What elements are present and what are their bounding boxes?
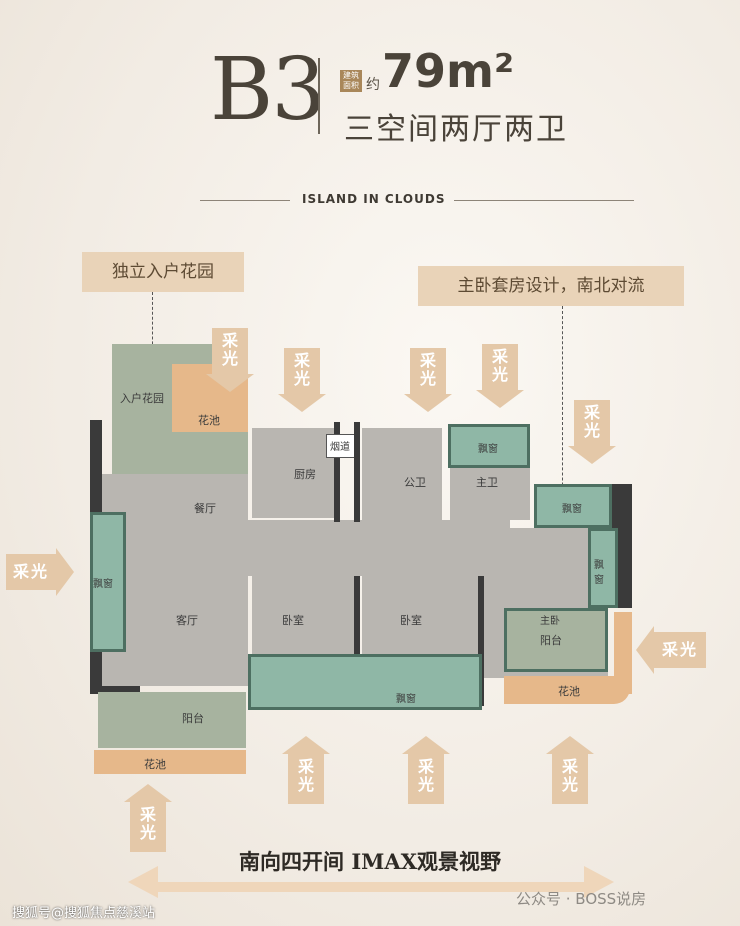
light-char: 采 xyxy=(297,757,314,776)
room-label: 厨房 xyxy=(294,468,316,481)
watermark-right: 公众号 · BOSS说房 xyxy=(516,890,647,908)
room-label: 飘窗 xyxy=(594,560,604,586)
wall xyxy=(478,576,484,706)
footer-arrow-right xyxy=(584,866,614,898)
light-char: 光 xyxy=(297,775,314,794)
light-arrow-down: 采光 xyxy=(568,400,616,464)
light-label: 采光 xyxy=(6,554,56,590)
room-label: 阳台 xyxy=(540,634,562,647)
light-arrow-down: 采光 xyxy=(404,348,452,412)
area-tag: 建筑面积 xyxy=(340,70,362,92)
area-value: 79m² xyxy=(382,44,515,98)
master-bath xyxy=(450,466,530,520)
room-label: 花池 xyxy=(198,414,220,427)
light-char: 采 xyxy=(583,403,600,422)
light-char: 采 xyxy=(561,757,578,776)
bay-window-left xyxy=(90,512,126,652)
light-char: 光 xyxy=(583,421,600,440)
light-char: 采 xyxy=(221,331,238,350)
room-label: 主卫 xyxy=(476,476,498,489)
light-char: 光 xyxy=(417,775,434,794)
chimney xyxy=(326,434,356,458)
light-char: 采 xyxy=(139,805,156,824)
layout-title: 三空间两厅两卫 xyxy=(344,112,568,147)
light-char: 光 xyxy=(139,823,156,842)
wall xyxy=(334,422,340,522)
wall xyxy=(90,684,140,694)
flower-bed-right xyxy=(504,676,630,704)
callout-entry-garden: 独立入户花园 xyxy=(82,252,244,292)
bay-window-right xyxy=(588,528,618,608)
callout-leader-right xyxy=(562,306,563,536)
room-label: 阳台 xyxy=(182,712,204,725)
light-char: 光 xyxy=(293,369,310,388)
wall xyxy=(354,576,360,656)
light-char: 采 xyxy=(419,351,436,370)
room-label: 客厅 xyxy=(176,614,198,627)
room-label: 飘窗 xyxy=(396,694,416,705)
room-label: 飘窗 xyxy=(562,504,582,515)
room-label: 主卧 xyxy=(540,616,560,627)
bay-window-bottom xyxy=(248,654,482,710)
bay-window-master-bath xyxy=(448,424,530,468)
room-label: 飘窗 xyxy=(93,579,113,590)
light-arrow-up: 采光 xyxy=(124,784,172,852)
room-label: 飘窗 xyxy=(478,444,498,455)
tagline-rule-right xyxy=(454,200,634,201)
tagline-rule-left xyxy=(200,200,290,201)
light-char: 光 xyxy=(561,775,578,794)
light-arrow-down: 采光 xyxy=(206,328,254,392)
light-label: 采光 xyxy=(654,632,706,668)
room-label: 卧室 xyxy=(282,614,304,627)
light-arrow-down: 采光 xyxy=(476,344,524,408)
light-arrow-up: 采光 xyxy=(546,736,594,804)
room-label: 入户花园 xyxy=(120,392,164,405)
wall xyxy=(354,422,360,522)
light-char: 光 xyxy=(491,365,508,384)
footer-arrow-left xyxy=(128,866,158,898)
bedroom-2 xyxy=(362,576,478,656)
living-dining xyxy=(102,474,248,686)
balcony xyxy=(98,692,246,748)
room-label: 卧室 xyxy=(400,614,422,627)
header-divider xyxy=(318,58,320,134)
public-bath xyxy=(362,428,442,520)
bay-window-right-top xyxy=(534,484,612,528)
light-char: 采 xyxy=(491,347,508,366)
unit-code: B3 xyxy=(210,40,326,140)
footer-arrow-bar xyxy=(156,882,586,892)
flower-bed-right-side xyxy=(614,612,632,694)
room-label: 花池 xyxy=(558,685,580,698)
light-arrow-left: 采光 xyxy=(636,626,706,674)
room-label: 公卫 xyxy=(404,476,426,489)
bedroom-1 xyxy=(252,576,356,656)
light-arrow-down: 采光 xyxy=(278,348,326,412)
room-label: 烟道 xyxy=(330,442,350,453)
area-approx: 约 xyxy=(366,77,380,93)
kitchen xyxy=(252,428,336,518)
light-char: 光 xyxy=(419,369,436,388)
room-label: 花池 xyxy=(144,758,166,771)
light-char: 采 xyxy=(417,757,434,776)
flower-bed-bottom xyxy=(94,750,246,774)
room-label: 餐厅 xyxy=(194,502,216,515)
light-arrow-up: 采光 xyxy=(402,736,450,804)
callout-master-suite: 主卧套房设计，南北对流 xyxy=(418,266,684,306)
light-char: 光 xyxy=(221,349,238,368)
watermark-left: 搜狐号@搜狐焦点慈溪站 xyxy=(12,906,156,921)
tagline: ISLAND IN CLOUDS xyxy=(302,192,446,206)
footer-title: 南向四开间 IMAX观景视野 xyxy=(239,849,501,874)
light-arrow-right: 采光 xyxy=(6,548,74,596)
light-char: 采 xyxy=(293,351,310,370)
light-arrow-up: 采光 xyxy=(282,736,330,804)
master-balcony xyxy=(504,608,608,672)
